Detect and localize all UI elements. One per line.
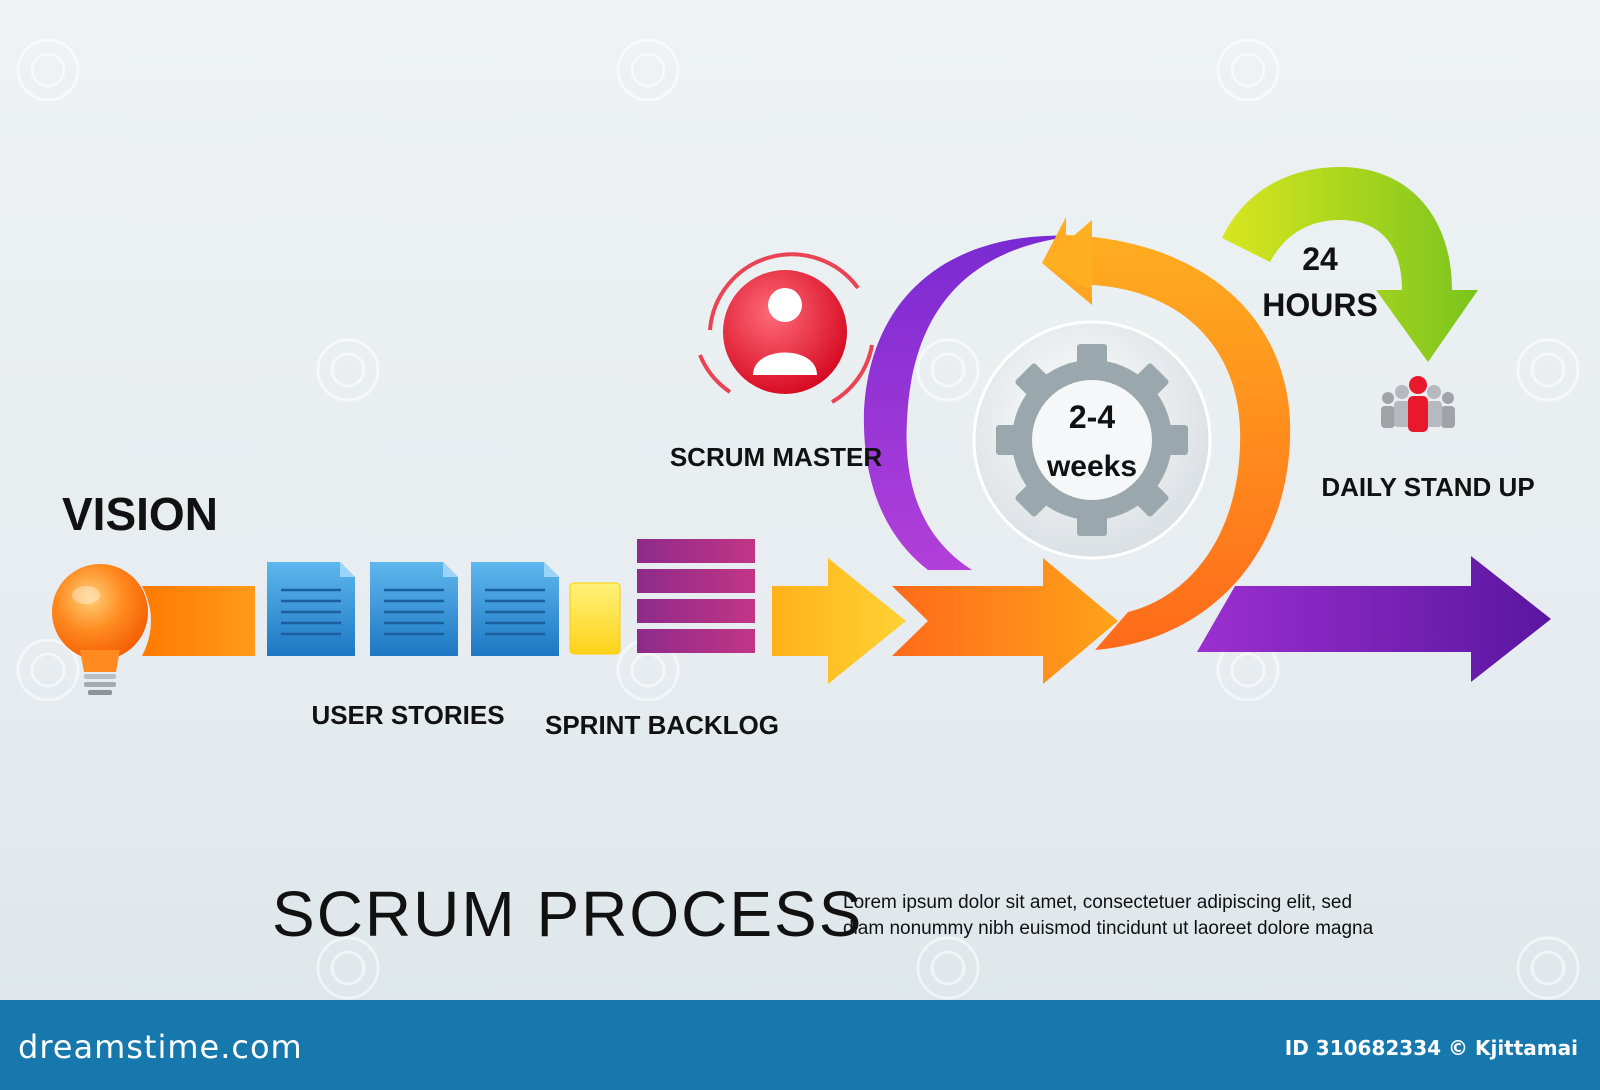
description-line-1: Lorem ipsum dolor sit amet, consectetuer… (843, 892, 1352, 913)
vision-label: VISION (62, 488, 218, 540)
footer-bar: dreamstime.com ID 310682334 © Kjittamai (0, 1000, 1600, 1090)
sprint-item-box (569, 582, 621, 655)
team-icon (1381, 376, 1455, 432)
sprint-backlog-label: SPRINT BACKLOG (545, 710, 779, 740)
hours-unit: HOURS (1262, 287, 1378, 323)
document-icon (370, 562, 458, 656)
diagram-canvas: 2-4 weeks 24 HOURS VISION USER STORIES S… (16, 38, 1580, 1000)
document-icon (471, 562, 559, 656)
image-id-credit: ID 310682334 © Kjittamai (1284, 1036, 1578, 1060)
increment-output-arrow (1197, 556, 1551, 682)
sprint-backlog-stack (637, 539, 755, 653)
brand-logo[interactable]: dreamstime.com (18, 1028, 303, 1066)
cycle-duration-number: 2-4 (1069, 399, 1115, 435)
vision-connector-bar (142, 586, 255, 656)
hours-number: 24 (1302, 241, 1338, 277)
description-line-2: diam nonummy nibh euismod tincidunt ut l… (843, 918, 1374, 939)
sprint-arrow (772, 558, 906, 684)
document-icon (267, 562, 355, 656)
watermark-rings (16, 38, 1580, 1000)
gear-icon (972, 320, 1212, 560)
lightbulb-icon (52, 564, 148, 695)
sprint-cycle-arcs (863, 217, 1291, 650)
user-stories-label: USER STORIES (311, 700, 504, 730)
page-title: SCRUM PROCESS (272, 878, 863, 950)
daily-cycle-arc (1222, 167, 1478, 362)
scrum-master-label: SCRUM MASTER (670, 442, 883, 472)
user-icon (698, 252, 874, 404)
cycle-duration-unit: weeks (1046, 450, 1137, 483)
daily-standup-label: DAILY STAND UP (1321, 472, 1534, 502)
cycle-entry-arrow (892, 558, 1118, 684)
